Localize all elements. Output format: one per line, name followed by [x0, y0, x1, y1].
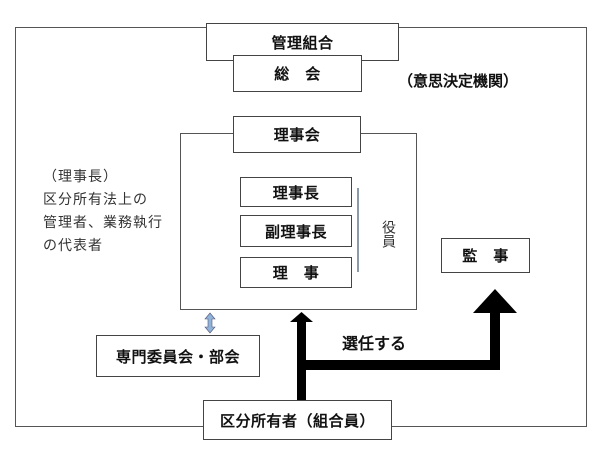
- double-arrow-icon: [204, 312, 216, 334]
- committee-label: 専門委員会・部会: [115, 347, 240, 366]
- general-meeting-label: 総 会: [274, 65, 321, 83]
- chairman-box: 理事長: [240, 177, 352, 207]
- committee-box: 専門委員会・部会: [96, 335, 260, 377]
- elect-label: 選任する: [342, 334, 407, 353]
- chairman-note-line: 管理者、業務執行: [43, 215, 163, 231]
- chairman-note-line: （理事長）: [43, 169, 118, 185]
- director-box: 理 事: [240, 257, 352, 288]
- auditor-box: 監 事: [441, 238, 530, 273]
- owners-label: 区分所有者（組合員）: [219, 411, 375, 430]
- board-label: 理事会: [273, 126, 321, 144]
- owners-box: 区分所有者（組合員）: [203, 400, 392, 440]
- board-box: 理事会: [233, 116, 361, 153]
- chairman-note: （理事長） 区分所有法上の 管理者、業務執行 の代表者: [43, 166, 163, 258]
- vice-chairman-label: 副理事長: [264, 222, 327, 241]
- chairman-note-line: 区分所有法上の: [43, 192, 148, 208]
- director-label: 理 事: [272, 264, 320, 282]
- chairman-note-line: の代表者: [43, 238, 103, 254]
- decision-body-label: （意思決定機関）: [398, 72, 519, 90]
- elect-auditor-arrow: [290, 289, 517, 402]
- auditor-label: 監 事: [462, 247, 509, 265]
- general-meeting-box: 総 会: [233, 55, 362, 92]
- officers-label: 役員: [380, 220, 396, 248]
- vice-chairman-box: 副理事長: [240, 215, 352, 247]
- management-association-label: 管理組合: [271, 33, 334, 52]
- management-association-box: 管理組合: [206, 23, 399, 61]
- chairman-label: 理事長: [272, 183, 320, 202]
